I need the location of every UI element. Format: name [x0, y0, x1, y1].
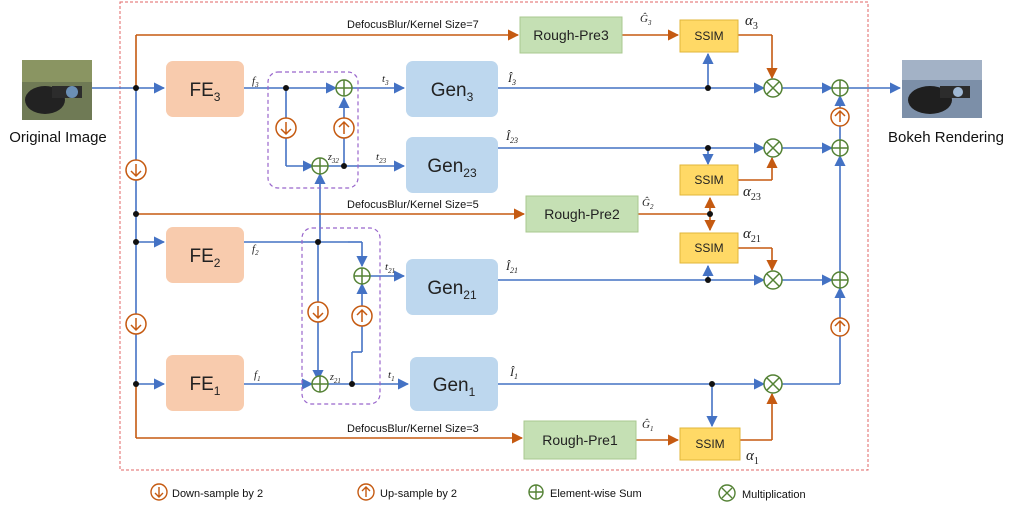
svg-text:Î3: Î3 [507, 71, 516, 87]
svg-text:z21: z21 [329, 372, 341, 385]
svg-text:α3: α3 [745, 13, 758, 32]
fe1-box [166, 355, 244, 411]
legend-upsample-icon [357, 483, 375, 501]
svg-text:z32: z32 [327, 152, 339, 165]
svg-text:α21: α21 [743, 226, 761, 245]
svg-text:t21: t21 [385, 261, 395, 275]
ssim-box-23 [679, 164, 739, 196]
blur-label-k5: DefocusBlur/Kernel Size=5 [347, 199, 479, 211]
legend: Down-sample by 2 Up-sample by 2 Element-… [150, 483, 806, 502]
ssim-box-3 [679, 19, 739, 53]
svg-text:t1: t1 [388, 369, 395, 383]
svg-text:FE1: FE1 [190, 374, 221, 398]
original-image-thumbnail [22, 60, 92, 120]
svg-text:SSIM: SSIM [694, 173, 723, 187]
rough-pre2-box [525, 195, 639, 233]
svg-text:SSIM: SSIM [695, 437, 724, 451]
upsample-icon-z32 [333, 117, 355, 139]
sum-icon-z32 [311, 157, 329, 175]
blur-label-k7: DefocusBlur/Kernel Size=7 [347, 19, 479, 31]
sum-icon-out [831, 79, 849, 97]
gen3-box [406, 61, 498, 117]
upsample-icon-z21 [351, 305, 373, 327]
svg-text:α1: α1 [746, 448, 759, 467]
downsample-icon-f2 [307, 301, 329, 323]
legend-downsample-icon [150, 483, 168, 501]
sum-icon-t3 [335, 79, 353, 97]
svg-text:Ĝ1: Ĝ1 [642, 419, 653, 433]
ssim-box-1 [679, 427, 741, 461]
sum-icon-z21 [311, 375, 329, 393]
outer-frame [119, 1, 869, 471]
svg-text:Î1: Î1 [509, 365, 518, 381]
downsample-icon-trunk-1 [125, 159, 147, 181]
multiplication-icon-23 [763, 138, 783, 158]
svg-text:α23: α23 [743, 184, 761, 203]
gen23-box [406, 137, 498, 193]
legend-multiplication-icon [718, 484, 736, 502]
multiplication-icon-1 [763, 374, 783, 394]
svg-text:Gen1: Gen1 [433, 375, 476, 399]
svg-text:FE2: FE2 [190, 246, 221, 270]
svg-text:Gen21: Gen21 [427, 278, 477, 302]
svg-text:Ĝ3: Ĝ3 [640, 13, 652, 27]
rough-pre2-label: Rough-Pre2 [544, 206, 620, 222]
svg-text:Gen3: Gen3 [431, 80, 474, 104]
rough-pre1-label: Rough-Pre1 [542, 432, 618, 448]
multiplication-icon-21 [763, 270, 783, 290]
rough-pre3-label: Rough-Pre3 [533, 27, 609, 43]
legend-upsample-label: Up-sample by 2 [380, 488, 457, 500]
downsample-icon-trunk-2 [125, 313, 147, 335]
legend-sum-label: Element-wise Sum [550, 488, 642, 500]
legend-sum-icon [528, 484, 544, 500]
blur-label-k3: DefocusBlur/Kernel Size=3 [347, 423, 479, 435]
svg-text:f2: f2 [252, 243, 259, 257]
svg-text:t3: t3 [382, 73, 389, 87]
bokeh-output-thumbnail [902, 60, 982, 118]
legend-downsample-label: Down-sample by 2 [172, 488, 263, 500]
fusion-group-32 [267, 71, 359, 189]
fusion-group-21 [301, 227, 381, 405]
svg-text:FE3: FE3 [190, 80, 221, 104]
svg-text:f3: f3 [252, 75, 259, 89]
downsample-icon-f3 [275, 117, 297, 139]
sum-icon-21 [831, 271, 849, 289]
rough-pre3-box [519, 16, 623, 54]
multiplication-icon-3 [763, 78, 783, 98]
gen21-box [406, 259, 498, 315]
svg-text:Gen23: Gen23 [427, 156, 477, 180]
svg-text:SSIM: SSIM [694, 241, 723, 255]
upsample-icon-right-2 [830, 317, 850, 337]
gen1-box [410, 357, 498, 411]
svg-text:Î21: Î21 [505, 259, 518, 275]
bokeh-rendering-caption: Bokeh Rendering [888, 129, 1004, 146]
fe3-box [166, 61, 244, 117]
svg-text:t23: t23 [376, 151, 387, 165]
legend-multiplication-label: Multiplication [742, 489, 806, 501]
rough-pre1-box [523, 420, 637, 460]
fe2-box [166, 227, 244, 283]
upsample-icon-right-1 [830, 107, 850, 127]
sum-icon-23 [831, 139, 849, 157]
svg-text:f1: f1 [254, 369, 261, 383]
svg-text:Î23: Î23 [505, 129, 518, 145]
svg-text:SSIM: SSIM [694, 29, 723, 43]
original-image-caption: Original Image [9, 129, 107, 146]
ssim-box-21 [679, 232, 739, 264]
sum-icon-t21 [353, 267, 371, 285]
svg-text:Ĝ2: Ĝ2 [642, 197, 654, 211]
